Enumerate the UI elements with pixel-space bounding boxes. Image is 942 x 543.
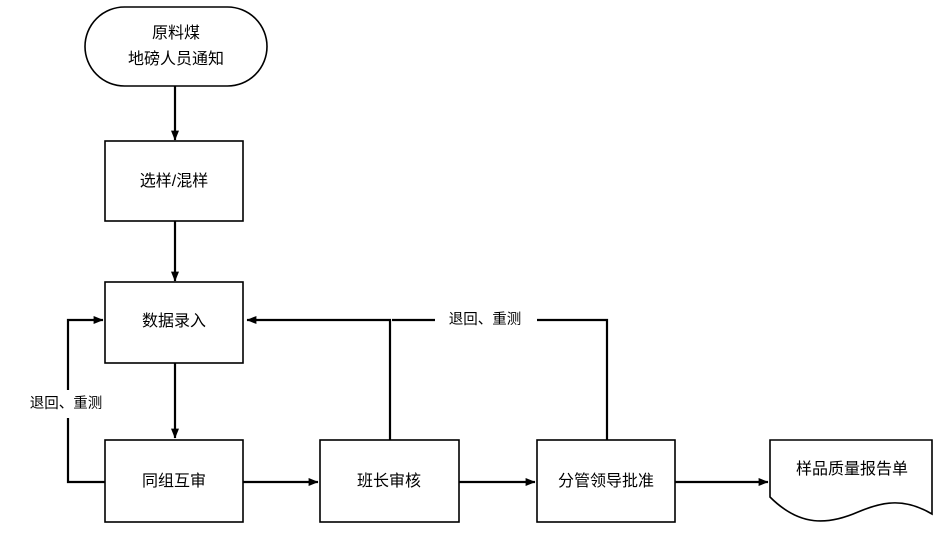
node-peer-review-label: 同组互审	[142, 472, 206, 490]
edge-return-left-upper	[66, 316, 104, 390]
node-start-label-line2: 地磅人员通知	[128, 50, 224, 68]
edge-return-manager-right	[537, 318, 609, 440]
edge-return-left-lower	[66, 418, 105, 484]
node-data-entry-label: 数据录入	[142, 312, 206, 330]
node-report-shape	[769, 439, 933, 522]
node-sampling-label: 选样/混样	[140, 172, 208, 190]
node-start-shape	[84, 6, 268, 87]
node-shift-leader-label: 班长审核	[357, 472, 421, 490]
node-peer-review-shape	[104, 439, 244, 523]
node-shift-leader-shape	[319, 439, 460, 523]
node-sampling-shape	[104, 140, 244, 222]
edge-return-shift-leader	[246, 316, 392, 440]
node-manager-approval-shape	[536, 439, 676, 523]
node-manager-approval-label: 分管领导批准	[558, 472, 654, 490]
edge-label-return-left: 退回、重测	[30, 395, 103, 412]
edge-label-return-right: 退回、重测	[449, 311, 522, 328]
node-data-entry-shape	[104, 281, 244, 364]
node-start-label-line1: 原料煤	[152, 24, 200, 42]
node-report-label: 样品质量报告单	[796, 460, 908, 478]
